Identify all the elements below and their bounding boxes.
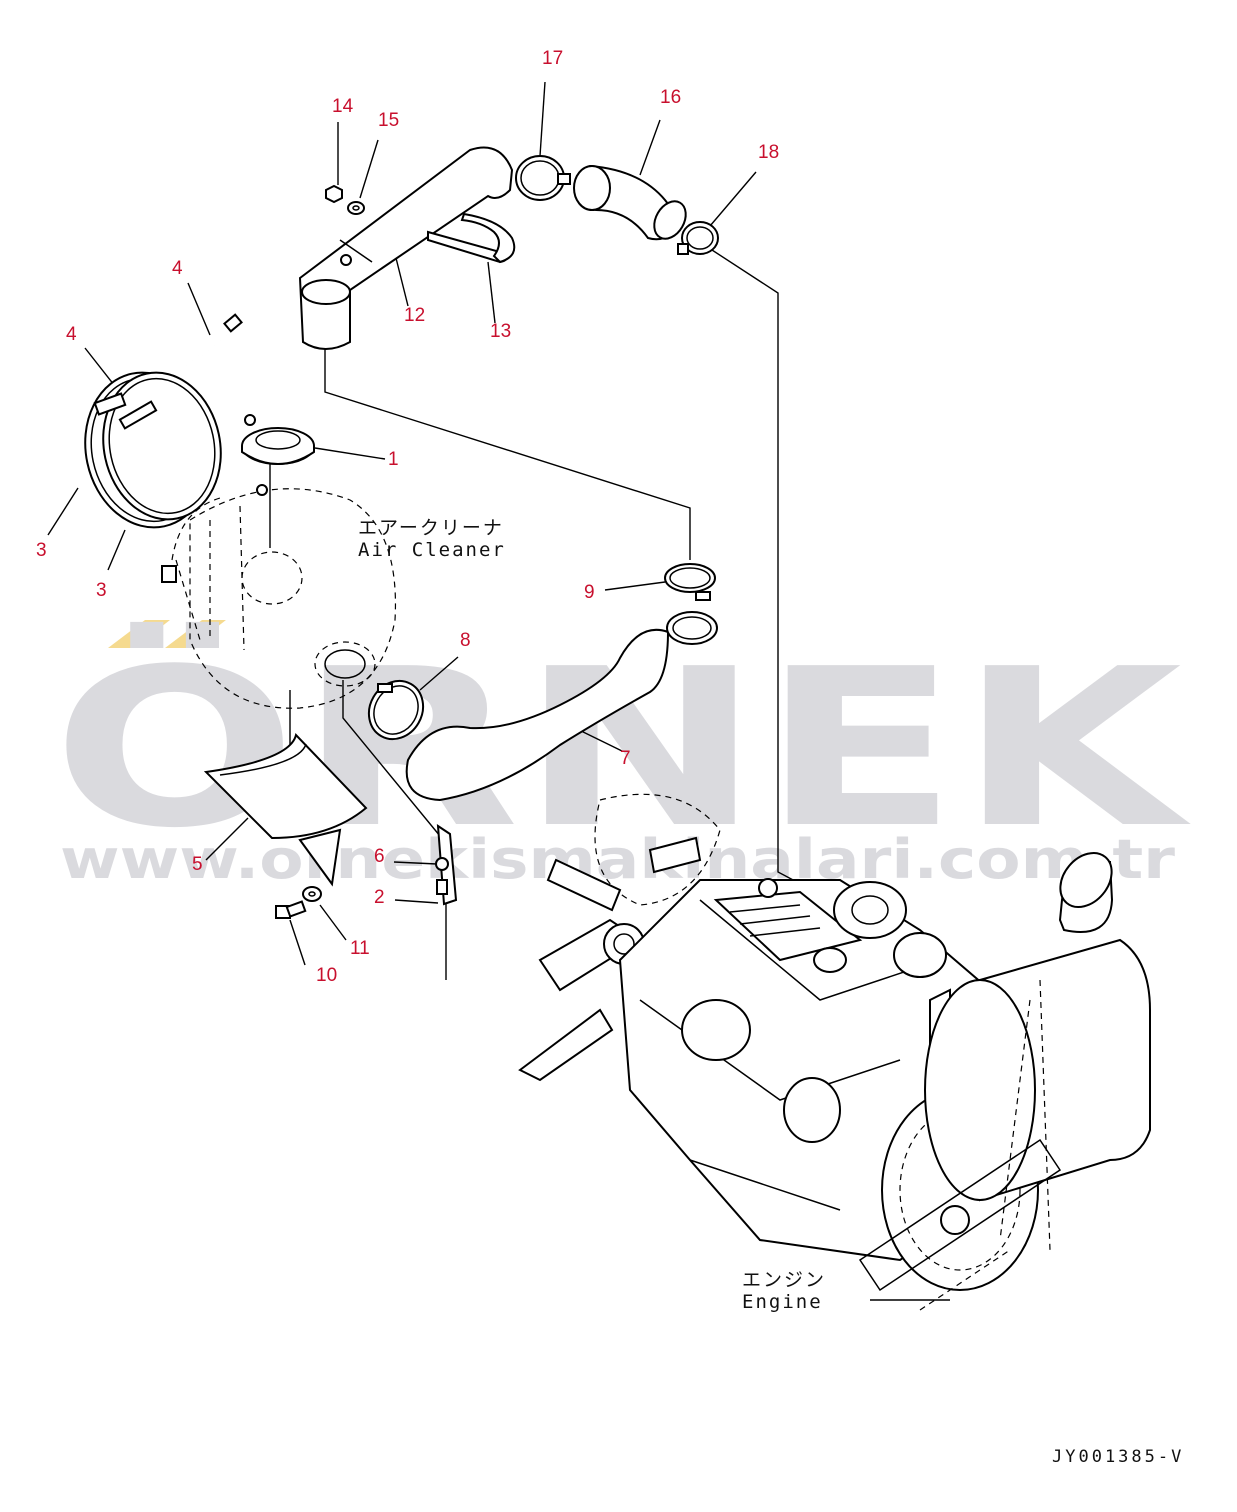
callout-2: 2 bbox=[374, 887, 385, 908]
callout-12: 12 bbox=[404, 305, 425, 326]
callout-6: 6 bbox=[374, 846, 385, 867]
callout-4: 4 bbox=[66, 324, 77, 345]
callout-17: 17 bbox=[542, 48, 563, 69]
callout-4: 4 bbox=[172, 258, 183, 279]
callout-11: 11 bbox=[350, 938, 370, 959]
air-cleaner-body bbox=[161, 484, 397, 709]
callout-3: 3 bbox=[96, 580, 107, 601]
callout-9: 9 bbox=[584, 582, 595, 603]
document-id: JY001385-V bbox=[1052, 1447, 1184, 1467]
intake-hose-part-7 bbox=[405, 611, 718, 802]
callout-8: 8 bbox=[460, 630, 471, 651]
callout-1: 1 bbox=[388, 449, 399, 470]
nut-part-14 bbox=[325, 184, 343, 204]
deflector-plate-part-5 bbox=[203, 732, 368, 887]
callout-18: 18 bbox=[758, 142, 779, 163]
hose-clamp-part-8 bbox=[367, 679, 425, 741]
hose-clamp-part-18 bbox=[677, 221, 719, 255]
intake-pipe-part-12 bbox=[298, 146, 514, 350]
watermark-accent-mark bbox=[108, 620, 170, 648]
hose-elbow-part-16 bbox=[573, 164, 687, 241]
nut-part-6 bbox=[435, 857, 449, 871]
callout-3: 3 bbox=[36, 540, 47, 561]
callouts: 1 2 3 3 4 4 5 6 7 8 9 10 11 12 13 14 15 … bbox=[36, 48, 779, 986]
bolt-part-10 bbox=[275, 900, 307, 919]
hose-clamp-part-9 bbox=[664, 563, 716, 601]
callout-10: 10 bbox=[316, 965, 337, 986]
bracket-part-13 bbox=[427, 212, 516, 264]
callout-14: 14 bbox=[332, 96, 354, 117]
engine-label-jp: エンジン bbox=[742, 1269, 826, 1291]
hose-clamp-part-17 bbox=[515, 155, 571, 201]
precleaner-cap-part-1 bbox=[241, 414, 315, 465]
callout-13: 13 bbox=[490, 321, 511, 342]
air-cleaner-label-jp: エアークリーナ bbox=[358, 517, 504, 539]
watermark-url: www.ornekismakinalari.com.tr bbox=[60, 828, 1175, 891]
mounting-band-part-3 bbox=[84, 371, 222, 529]
washer-part-11 bbox=[302, 886, 322, 902]
watermark-accent-mark bbox=[165, 620, 226, 648]
callout-5: 5 bbox=[192, 854, 203, 875]
band-bolt-part-4 bbox=[164, 313, 243, 387]
engine-assembly bbox=[518, 793, 1151, 1311]
washer-part-15 bbox=[347, 201, 365, 215]
engine-label-en: Engine bbox=[742, 1291, 823, 1313]
callout-7: 7 bbox=[620, 748, 631, 769]
callout-16: 16 bbox=[660, 87, 681, 108]
air-cleaner-label-en: Air Cleaner bbox=[358, 539, 506, 561]
callout-15: 15 bbox=[378, 110, 399, 131]
